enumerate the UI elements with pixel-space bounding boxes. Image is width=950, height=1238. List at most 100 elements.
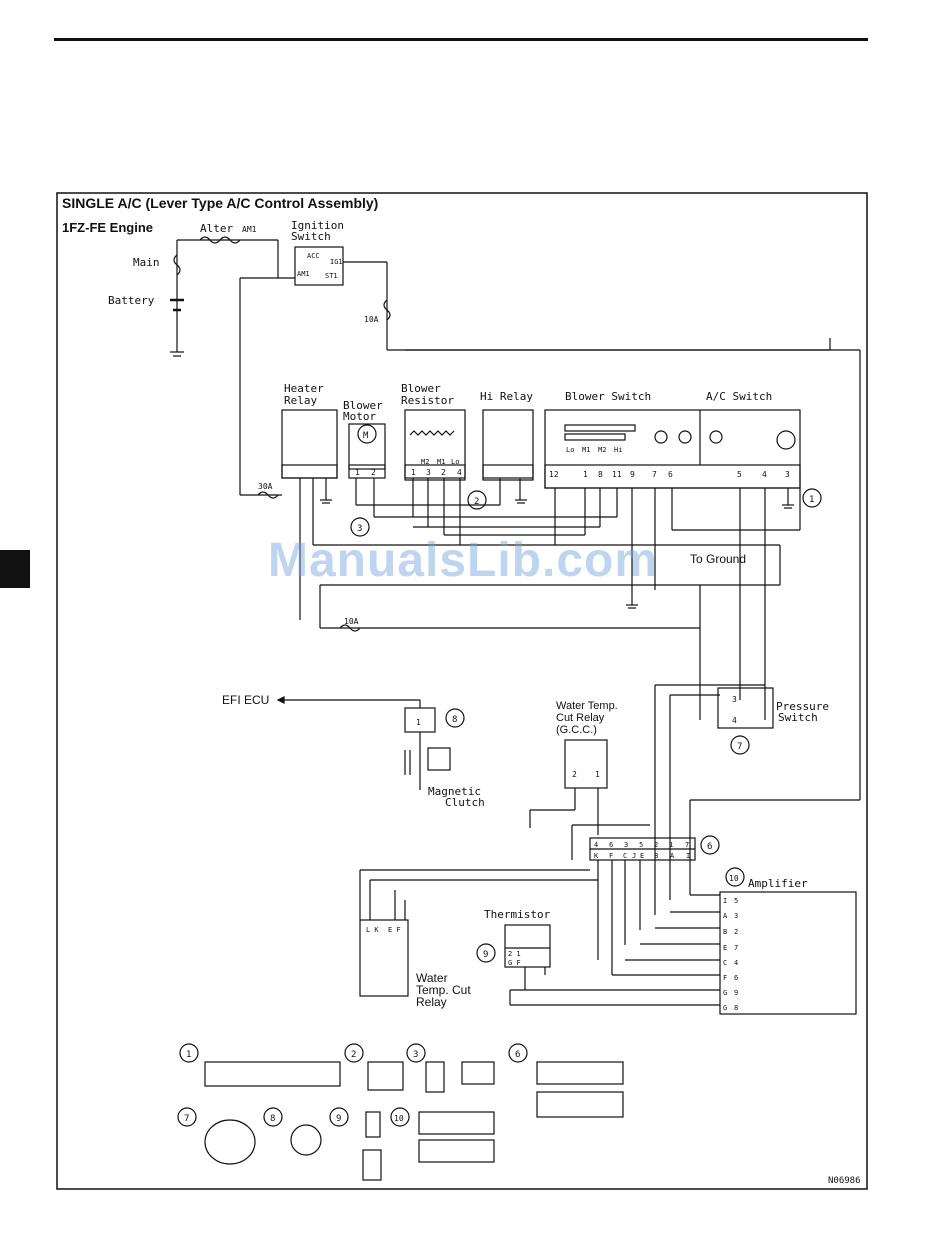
wtcr-label-2: Temp. Cut xyxy=(416,983,471,997)
hi-relay-box xyxy=(482,409,534,481)
ac-switch-label: A/C Switch xyxy=(706,390,772,403)
blower-motor-label-1: Blower xyxy=(343,399,383,412)
st1-label: ST1 xyxy=(325,272,338,280)
resistor-pin-m1: M1 xyxy=(437,458,445,466)
c6-bot-2: C xyxy=(623,852,627,860)
ps-pin-4: 4 xyxy=(732,716,737,725)
amp-letter-2: B xyxy=(723,928,727,936)
watermark: ManualsLib.com xyxy=(268,534,659,587)
amplifier-label: Amplifier xyxy=(748,877,808,890)
section-tab xyxy=(0,550,30,588)
diagram-frame xyxy=(56,192,868,1190)
blower-motor-box xyxy=(348,423,386,470)
bsw-num-11: 11 xyxy=(612,470,622,479)
c6-bot-6: A xyxy=(670,852,675,860)
c6-top-0: 4 xyxy=(594,841,598,849)
view-callout-9: 9 xyxy=(336,1114,341,1124)
connector-view-10a xyxy=(418,1111,495,1135)
connector-view-7 xyxy=(204,1119,256,1165)
bsw-pin-m1: M1 xyxy=(582,446,590,454)
view-callout-2: 2 xyxy=(351,1050,356,1060)
c6-top-4: 2 xyxy=(654,841,658,849)
gcc-label-2: Cut Relay xyxy=(556,712,605,724)
motor-pin-2: 2 xyxy=(371,468,376,477)
ignition-label-1: Ignition xyxy=(291,219,344,232)
diagram-title: SINGLE A/C (Lever Type A/C Control Assem… xyxy=(62,195,378,211)
amp-letter-7: G xyxy=(723,1004,727,1012)
water-temp-cut-relay-box xyxy=(359,919,409,997)
amp-letter-1: A xyxy=(723,912,728,920)
heater-relay-label-2: Relay xyxy=(284,394,317,407)
blower-switch-label: Blower Switch xyxy=(565,390,651,403)
amp-num-5: 6 xyxy=(734,974,738,982)
amp-num-0: 5 xyxy=(734,897,738,905)
c6-bot-3: J xyxy=(632,852,636,860)
bsw-num-8: 8 xyxy=(598,470,603,479)
bsw-num-9: 9 xyxy=(630,470,635,479)
amp-num-7: 8 xyxy=(734,1004,738,1012)
battery-label: Battery xyxy=(108,294,155,307)
amp-letter-6: G xyxy=(723,989,727,997)
connector-view-9 xyxy=(365,1111,381,1138)
view-callout-6: 6 xyxy=(515,1050,520,1060)
gcc-label-3: (G.C.C.) xyxy=(556,724,597,736)
amp-num-4: 4 xyxy=(734,959,738,967)
c6-bot-0: K xyxy=(594,852,599,860)
to-ground-label: To Ground xyxy=(690,552,746,566)
heater-relay-label-1: Heater xyxy=(284,382,324,395)
view-callout-8: 8 xyxy=(270,1114,275,1124)
c6-top-1: 6 xyxy=(609,841,613,849)
bsw-pin-hi: Hi xyxy=(614,446,622,454)
resistor-num-2: 2 xyxy=(441,468,446,477)
blower-resistor-label-1: Blower xyxy=(401,382,441,395)
callout-6: 6 xyxy=(707,842,712,852)
alter-label: Alter xyxy=(200,222,233,235)
pressure-switch-label-1: Pressure xyxy=(776,700,829,713)
callout-1: 1 xyxy=(809,495,814,505)
callout-9: 9 xyxy=(483,950,488,960)
top-rule xyxy=(54,38,868,41)
bsw-num-1: 1 xyxy=(583,470,588,479)
c6-top-2: 3 xyxy=(624,841,628,849)
connector-view-9b xyxy=(362,1149,382,1181)
wtcr-pins-ef: E F xyxy=(388,926,401,934)
view-callout-3: 3 xyxy=(413,1050,418,1060)
callout-7: 7 xyxy=(737,742,742,752)
connector-view-1 xyxy=(204,1061,341,1087)
gcc-pin-1: 1 xyxy=(595,770,600,779)
bsw-pin-m2: M2 xyxy=(598,446,606,454)
amplifier-box xyxy=(719,891,857,1015)
connector-view-8 xyxy=(290,1124,322,1156)
motor-pin-1: 1 xyxy=(355,468,360,477)
engine-label: 1FZ-FE Engine xyxy=(62,220,153,235)
callout-2: 2 xyxy=(474,497,479,507)
acc-label: ACC xyxy=(307,252,320,260)
acsw-num-5: 5 xyxy=(737,470,742,479)
gcc-relay-box xyxy=(564,739,608,789)
resistor-pin-m2: M2 xyxy=(421,458,429,466)
ignition-label-2: Switch xyxy=(291,230,331,243)
connector-view-6b xyxy=(536,1091,624,1118)
clutch-pin-1: 1 xyxy=(416,718,421,727)
gcc-label-1: Water Temp. xyxy=(556,700,618,712)
acsw-num-3: 3 xyxy=(785,470,790,479)
connector-view-2 xyxy=(367,1061,404,1091)
thermistor-box xyxy=(504,924,551,968)
bsw-num-7: 7 xyxy=(652,470,657,479)
resistor-num-4: 4 xyxy=(457,468,462,477)
c6-bot-7: I xyxy=(686,852,690,860)
view-callout-10: 10 xyxy=(394,1114,404,1123)
view-callout-7: 7 xyxy=(184,1114,189,1124)
amp-num-3: 7 xyxy=(734,944,738,952)
c6-bot-5: B xyxy=(654,852,658,860)
connector-view-10b xyxy=(418,1139,495,1163)
c6-bot-1: F xyxy=(609,852,613,860)
fuse-30a-label: 30A xyxy=(258,482,273,491)
connector-view-3 xyxy=(425,1061,445,1093)
acsw-num-4: 4 xyxy=(762,470,767,479)
c6-bot-4: E xyxy=(640,852,644,860)
ps-pin-3: 3 xyxy=(732,695,737,704)
amp-letter-3: E xyxy=(723,944,727,952)
hi-relay-label: Hi Relay xyxy=(480,390,533,403)
